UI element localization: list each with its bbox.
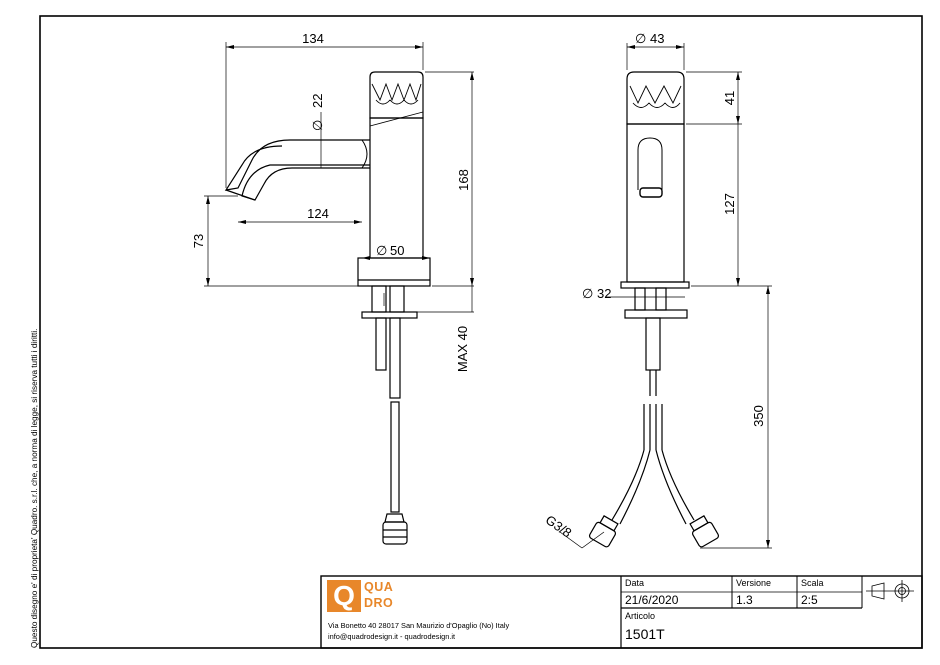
- date-label: Data: [625, 578, 645, 588]
- dim-max-thickness: MAX 40: [455, 326, 470, 372]
- dim-spout-diameter-symbol: ∅: [310, 120, 325, 131]
- dimension-arrows: [206, 45, 770, 548]
- logo-text-line2: DRO: [364, 596, 394, 610]
- dim-thread: G3/8: [543, 512, 575, 540]
- date-value: 21/6/2020: [625, 593, 679, 607]
- title-block-lines: [320, 575, 923, 649]
- logo-q-icon: Q: [333, 580, 355, 611]
- logo-text-line1: QUA: [364, 580, 394, 594]
- scale-value: 2:5: [801, 593, 818, 607]
- copyright-notice: Questo disegno e' di proprieta' Quadro. …: [30, 328, 39, 648]
- dim-side-body-height: 168: [456, 169, 471, 191]
- dim-top-diameter: 43: [650, 31, 664, 46]
- article-value: 1501T: [625, 626, 665, 642]
- sheet-frame: [39, 15, 923, 649]
- front-view-dimension-lines: [559, 43, 772, 549]
- dim-front-body-height: 127: [722, 193, 737, 215]
- dim-total-width: 134: [302, 31, 324, 46]
- dim-spout-height: 73: [191, 234, 206, 248]
- side-view-dimension-lines: [204, 42, 474, 313]
- version-value: 1.3: [736, 593, 753, 607]
- company-contact: info@quadrodesign.it - quadrodesign.it: [328, 632, 456, 641]
- dim-spout-diameter: 22: [310, 94, 325, 108]
- dim-handle-height: 41: [722, 91, 737, 105]
- company-logo: Q: [327, 580, 361, 612]
- dim-shank-diameter: 32: [597, 286, 611, 301]
- dim-base-diameter: 50: [390, 243, 404, 258]
- side-view: [224, 71, 431, 545]
- front-view: [588, 71, 720, 548]
- article-label: Articolo: [625, 611, 656, 621]
- version-label: Versione: [736, 578, 772, 588]
- company-address: Via Bonetto 40 28017 San Maurizio d'Opag…: [328, 621, 510, 630]
- dim-spout-reach: 124: [307, 206, 329, 221]
- scale-label: Scala: [801, 578, 824, 588]
- dim-hose-length: 350: [751, 405, 766, 427]
- dim-shank-diameter-symbol: ∅: [582, 286, 593, 301]
- dim-top-diameter-symbol: ∅: [635, 31, 646, 46]
- projection-symbol-icon: [866, 580, 914, 602]
- dim-base-diameter-symbol: ∅: [376, 243, 387, 258]
